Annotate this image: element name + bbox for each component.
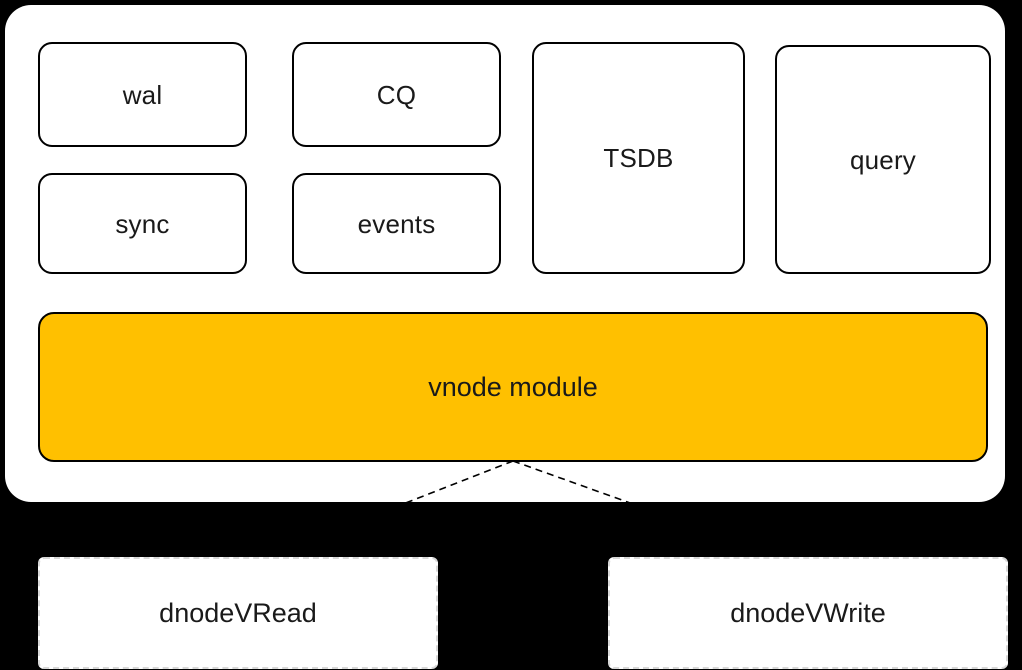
- module-box-query[interactable]: query: [775, 45, 991, 274]
- module-box-events[interactable]: events: [292, 173, 501, 274]
- module-box-sync[interactable]: sync: [38, 173, 247, 274]
- module-label-cq: CQ: [376, 79, 417, 110]
- module-label-query: query: [849, 144, 917, 175]
- vnode-module-bar[interactable]: vnode module: [38, 312, 988, 462]
- module-box-tsdb[interactable]: TSDB: [532, 42, 745, 274]
- vnode-module-label: vnode module: [428, 371, 598, 402]
- module-box-wal[interactable]: wal: [38, 42, 247, 147]
- module-label-wal: wal: [122, 79, 163, 110]
- module-label-tsdb: TSDB: [603, 143, 674, 173]
- dnode-label-vwrite: dnodeVWrite: [730, 597, 886, 628]
- module-box-cq[interactable]: CQ: [292, 42, 501, 147]
- vnode-container: wal CQ TSDB query sync events vnode modu…: [5, 5, 1005, 502]
- dnode-box-vwrite[interactable]: dnodeVWrite: [608, 557, 1008, 669]
- module-label-sync: sync: [115, 208, 170, 239]
- dnode-box-vread[interactable]: dnodeVRead: [38, 557, 438, 669]
- module-label-events: events: [357, 208, 436, 239]
- dnode-label-vread: dnodeVRead: [159, 597, 317, 628]
